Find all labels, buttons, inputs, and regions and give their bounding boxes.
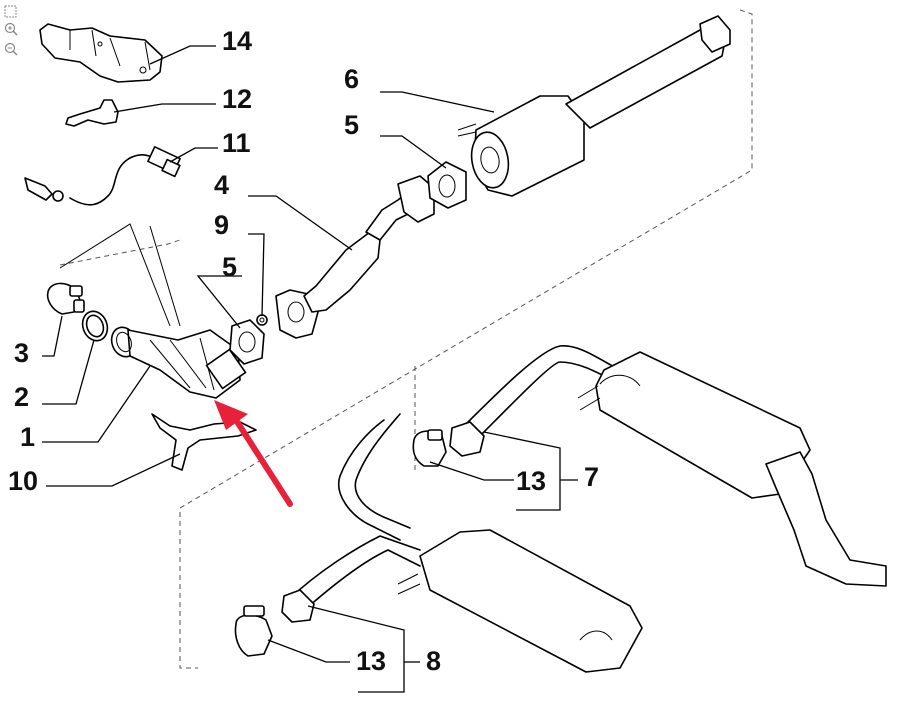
viewer-toolbar (4, 5, 18, 56)
callout-5-top: 5 (344, 110, 359, 140)
part-5-gasket-top[interactable] (427, 161, 467, 209)
part-7-rear-silencer-right[interactable] (449, 345, 887, 587)
part-11-lambda-sensor[interactable] (24, 146, 181, 206)
callout-12: 12 (222, 84, 252, 114)
part-8-rear-silencer-left[interactable] (281, 413, 643, 673)
callout-1: 1 (20, 422, 35, 452)
callout-8: 8 (426, 646, 441, 676)
callout-3: 3 (14, 338, 29, 368)
red-indicator-arrow (214, 400, 293, 507)
part-5-gasket-mid[interactable] (229, 319, 265, 365)
callout-labels: 14 12 11 6 5 4 9 5 3 2 1 10 13 7 13 8 (8, 26, 599, 676)
part-2-gasket[interactable] (79, 308, 112, 344)
part-12-bracket[interactable] (65, 99, 119, 127)
callout-13-bottom: 13 (356, 646, 386, 676)
part-9-nut[interactable] (256, 314, 268, 326)
part-10-support-bracket[interactable] (151, 413, 257, 471)
part-3-clamp[interactable] (46, 282, 85, 315)
callout-14: 14 (222, 26, 252, 56)
callout-10: 10 (8, 466, 38, 496)
zoom-out-icon[interactable] (4, 42, 18, 56)
part-14-heat-shield[interactable] (39, 23, 163, 83)
leader-lines (42, 45, 578, 693)
callout-4: 4 (214, 170, 229, 200)
callout-7: 7 (584, 462, 599, 492)
callout-13-right: 13 (516, 466, 546, 496)
callout-11: 11 (222, 128, 251, 158)
part-6-front-silencer[interactable] (457, 15, 731, 197)
callout-9: 9 (214, 210, 229, 240)
callout-5-mid: 5 (222, 252, 237, 282)
callout-2: 2 (14, 382, 29, 412)
zoom-in-icon[interactable] (4, 22, 18, 36)
part-4-intermediate-pipe[interactable] (275, 175, 435, 339)
part-1-catalytic-converter[interactable] (108, 324, 247, 399)
part-13-clamp-right[interactable] (412, 429, 447, 467)
part-13-clamp-bottom[interactable] (234, 605, 273, 657)
callout-6: 6 (344, 64, 359, 94)
fit-page-icon[interactable] (4, 5, 17, 18)
